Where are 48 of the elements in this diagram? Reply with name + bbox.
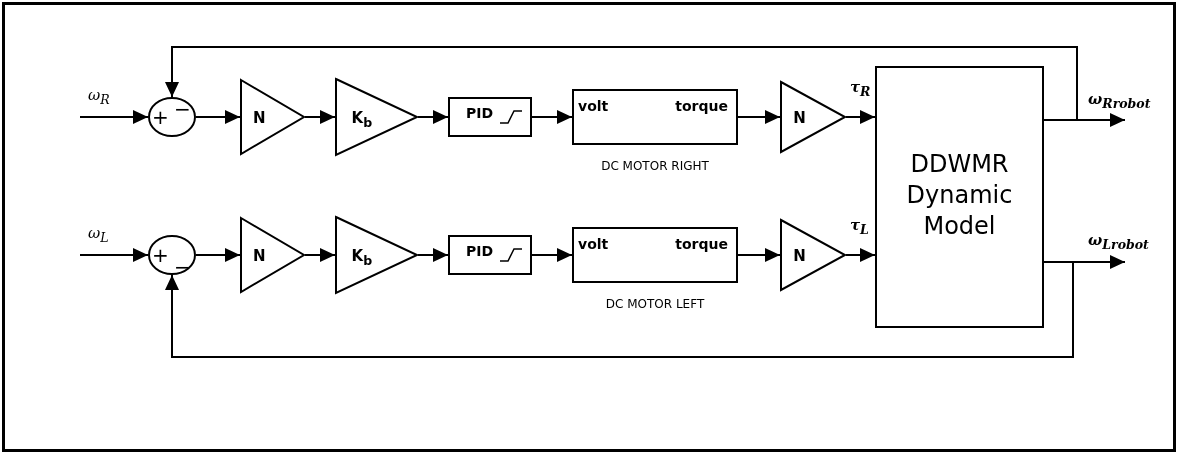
controller-block [448,235,532,275]
sign-label: − [174,257,191,277]
arrow [195,110,241,124]
arrow [737,110,781,124]
block-caption: DC MOTOR LEFT [604,298,706,310]
model-block [875,66,1044,328]
block-label: N [793,111,806,126]
sign-label: + [152,107,169,127]
gain-triangle [780,219,846,291]
block-caption: DC MOTOR RIGHT [600,160,710,172]
arrow [531,248,573,262]
arrow [845,110,876,124]
arrow [417,248,449,262]
controller-block [448,97,532,137]
motor-block [572,89,738,145]
motor-block [572,227,738,283]
block-label: DDWMR Dynamic Model [905,149,1014,243]
block-label: PID [466,244,494,258]
gain-triangle [335,216,418,294]
feedback-arrow [165,46,1078,121]
arrow [304,248,336,262]
gain-triangle [240,217,305,293]
sign-label: − [174,99,191,119]
gain-triangle [335,78,418,156]
arrow [79,248,149,262]
block-label: torque [675,99,728,113]
block-label: K$_{b}$ [351,111,373,130]
summing-junction [148,235,196,275]
arrow [79,110,149,124]
block-label: N [793,249,806,264]
block-label: N [253,249,266,264]
summing-junction [148,97,196,137]
block-label: torque [675,237,728,251]
sign-label: + [152,245,169,265]
block-label: K$_{b}$ [351,249,373,268]
gain-triangle [240,79,305,155]
arrow [417,110,449,124]
arrow [304,110,336,124]
gain-triangle [780,81,846,153]
arrow [845,248,876,262]
block-label: volt [578,237,609,251]
arrow [195,248,241,262]
block-label: volt [578,99,609,113]
feedback-arrow [165,261,1074,358]
arrow [737,248,781,262]
block-label: N [253,111,266,126]
arrow [531,110,573,124]
block-label: PID [466,106,494,120]
